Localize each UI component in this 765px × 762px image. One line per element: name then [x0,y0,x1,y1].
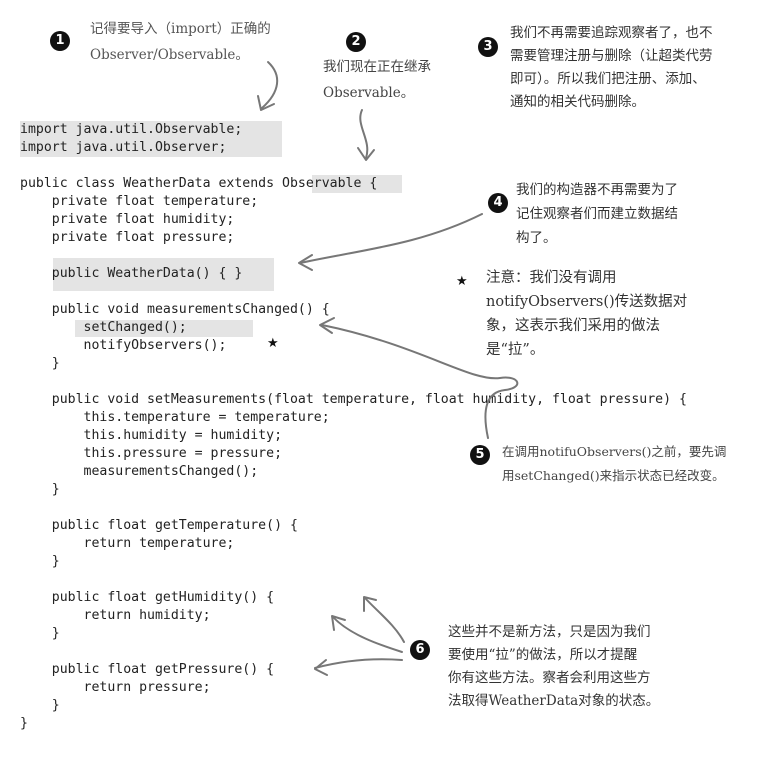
code-line: setChanged(); [20,320,187,335]
arrow-4-head [298,254,313,271]
arrow-2-head [357,147,375,161]
code-line: } [20,482,60,497]
arrow-1 [261,61,278,109]
code-line: notifyObservers(); [20,338,227,353]
code-line: } [20,716,28,731]
annotation-2: 我们现在正在继承 Observable。 [323,59,431,101]
annotation-4: 我们的构造器不再需要为了 记住观察者们而建立数据结 构了。 [516,182,678,246]
badge-4: 4 [488,193,508,213]
annotation-3: 我们不再需要追踪观察者了，也不 需要管理注册与删除（让超类代劳 即可）。所以我们… [510,25,713,110]
code-listing: import java.util.Observable; import java.… [20,121,687,733]
annotation-5: 在调用notifuObservers()之前，要先调 用setChanged()… [502,444,727,483]
extends-highlight [312,175,402,193]
constructor-highlight [53,258,274,291]
arrow-4 [299,213,483,264]
code-line: this.humidity = humidity; [20,428,283,443]
code-line: public float getPressure() { [20,662,275,677]
code-line: this.pressure = pressure; [20,446,283,461]
code-line: public WeatherData() { } [20,266,243,281]
code-line: import java.util.Observer; [20,140,227,155]
code-line: public float getHumidity() { [20,590,275,605]
arrow-1-head [257,95,275,111]
arrow-6a-head [363,596,377,612]
code-line: this.temperature = temperature; [20,410,330,425]
code-line: private float humidity; [20,212,235,227]
import-highlight [20,121,282,157]
setchanged-highlight [75,320,253,337]
arrow-6b [332,616,403,653]
code-line: return temperature; [20,536,235,551]
code-line: return humidity; [20,608,211,623]
code-line: private float temperature; [20,194,259,209]
code-line: private float pressure; [20,230,235,245]
badge-1: 1 [50,31,70,51]
arrow-6a [364,597,405,643]
arrow-2 [359,109,369,159]
arrow-6c-head [314,659,328,676]
code-line: } [20,698,60,713]
pull-note: 注意：我们没有调用 notifyObservers()传送数据对 象，这表示我们… [486,270,688,358]
code-line: public float getTemperature() { [20,518,298,533]
code-line: public void setMeasurements(float temper… [20,392,687,407]
code-line: public class WeatherData extends Observa… [20,176,378,191]
code-line: public void measurementsChanged() { [20,302,330,317]
badge-6: 6 [410,640,430,660]
annotation-6: 这些并不是新方法，只是因为我们 要使用“拉”的做法，所以才提醒 你有这些方法。察… [448,624,660,709]
arrow-5 [321,324,519,439]
note-star-icon: ★ [456,274,468,289]
code-line: } [20,554,60,569]
code-star-icon: ★ [267,336,279,351]
badge-2: 2 [346,32,366,52]
code-line: measurementsChanged(); [20,464,259,479]
badge-3: 3 [478,37,498,57]
arrow-6c [314,658,403,669]
arrow-6b-head [331,615,346,631]
arrow-5-head [319,317,335,334]
code-line: } [20,356,60,371]
badge-5: 5 [470,445,490,465]
code-line: } [20,626,60,641]
code-line: import java.util.Observable; [20,122,243,137]
code-line: return pressure; [20,680,211,695]
annotation-1: 记得要导入（import）正确的 Observer/Observable。 [90,21,271,63]
